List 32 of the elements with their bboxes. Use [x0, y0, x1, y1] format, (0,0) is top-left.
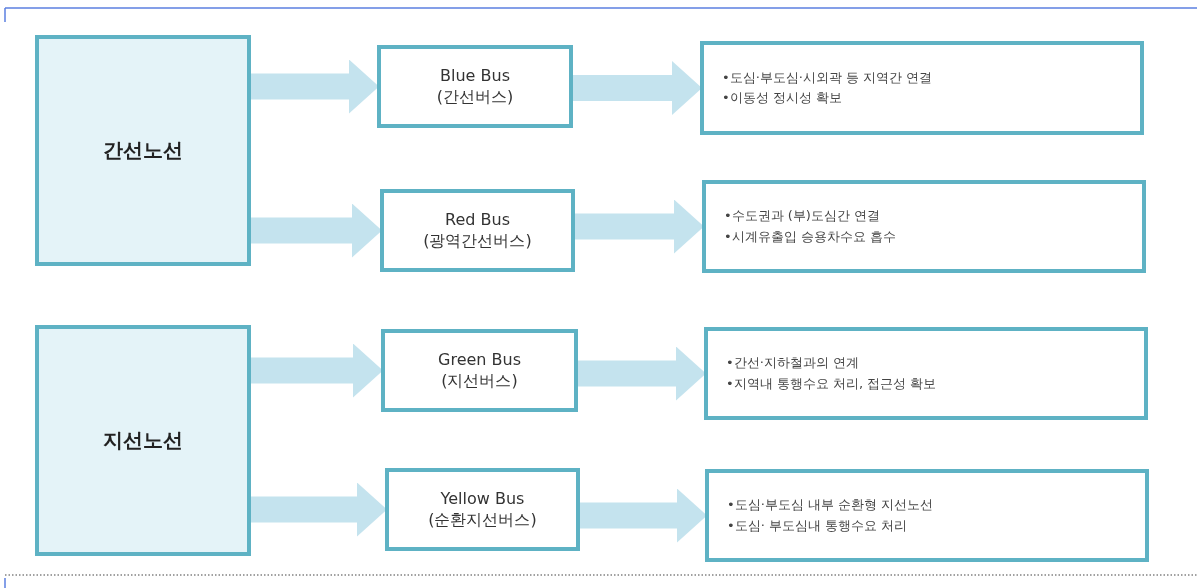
bus-type-label: Green Bus (지선버스): [437, 349, 522, 392]
description-item: •간선·지하철과의 연계: [726, 354, 860, 373]
description-item: •수도권과 (부)도심간 연결: [724, 207, 882, 226]
category-label: 간선노선: [103, 137, 183, 164]
bus-type-box: [381, 329, 578, 412]
description-item: •도심· 부도심내 통행수요 처리: [727, 516, 909, 535]
block-arrow: [575, 199, 704, 254]
block-arrow: [251, 343, 383, 398]
block-arrow: [251, 59, 379, 114]
bus-type-label: Yellow Bus (순환지선버스): [427, 488, 538, 531]
bus-type-box: [380, 189, 575, 272]
bus-type-label: Blue Bus (간선버스): [435, 65, 515, 108]
block-arrow: [578, 346, 706, 401]
description-item: •도심·부도심·시외곽 등 지역간 연결: [722, 68, 934, 87]
description-item: •시계유출입 승용차수요 흡수: [724, 227, 897, 246]
bus-type-box: [385, 468, 580, 551]
description-box: [702, 180, 1146, 273]
description-box: [704, 327, 1148, 420]
bus-type-box: [377, 45, 573, 128]
block-arrow: [251, 482, 387, 537]
block-arrow: [251, 203, 382, 258]
category-box: [35, 35, 251, 266]
description-item: •지역내 통행수요 처리, 접근성 확보: [726, 374, 938, 393]
category-box: [35, 325, 251, 556]
description-item: •도심·부도심 내부 순환형 지선노선: [727, 496, 935, 515]
category-label: 지선노선: [103, 427, 183, 454]
block-arrow: [573, 61, 702, 115]
description-box: [705, 469, 1149, 562]
description-item: •이동성 정시성 확보: [722, 89, 843, 107]
block-arrow: [580, 488, 707, 543]
bus-type-label: Red Bus (광역간선버스): [422, 209, 533, 252]
description-box: [700, 41, 1144, 135]
